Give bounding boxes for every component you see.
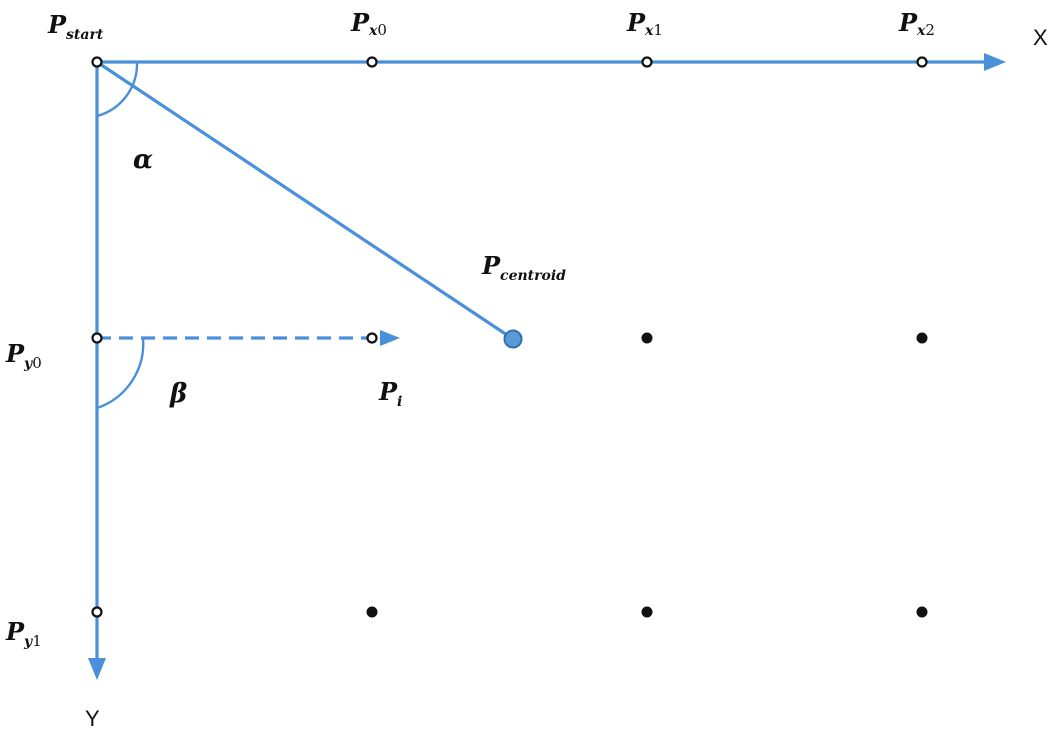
label-p-centroid: Pcentroid — [481, 251, 566, 284]
alpha-angle-arc — [96, 61, 139, 118]
label-p-y0: Py0 — [5, 339, 42, 372]
alpha-label: α — [133, 145, 153, 175]
label-p-x2: Px2 — [898, 8, 935, 39]
point-centroid — [503, 329, 523, 349]
start-to-centroid-line — [96, 60, 514, 341]
y-axis-label: Y — [85, 706, 100, 729]
y-axis-arrowhead — [88, 658, 106, 680]
point-y1 — [91, 606, 103, 618]
beta-label: β — [169, 379, 187, 409]
beta-angle-arc — [96, 337, 145, 410]
x-axis-arrowhead — [984, 53, 1006, 71]
point-y0 — [91, 332, 103, 344]
point-start — [91, 56, 103, 68]
point-grid-row2-col3 — [916, 606, 928, 618]
point-x1 — [641, 56, 653, 68]
point-grid-row2-col1 — [366, 606, 378, 618]
label-p-y1: Py1 — [5, 617, 42, 650]
label-p-start: Pstart — [47, 10, 104, 43]
point-grid-row1-col3 — [916, 332, 928, 344]
label-p-i: Pi — [378, 377, 402, 410]
point-grid-row2-col2 — [641, 606, 653, 618]
x-axis-label: X — [1033, 25, 1048, 50]
point-x2 — [916, 56, 928, 68]
label-p-x1: Px1 — [626, 8, 663, 39]
point-x0 — [366, 56, 378, 68]
point-pi — [366, 332, 378, 344]
dashed-vector-arrowhead — [380, 330, 400, 346]
point-grid-row1-col2 — [641, 332, 653, 344]
label-p-x0: Px0 — [350, 8, 387, 39]
